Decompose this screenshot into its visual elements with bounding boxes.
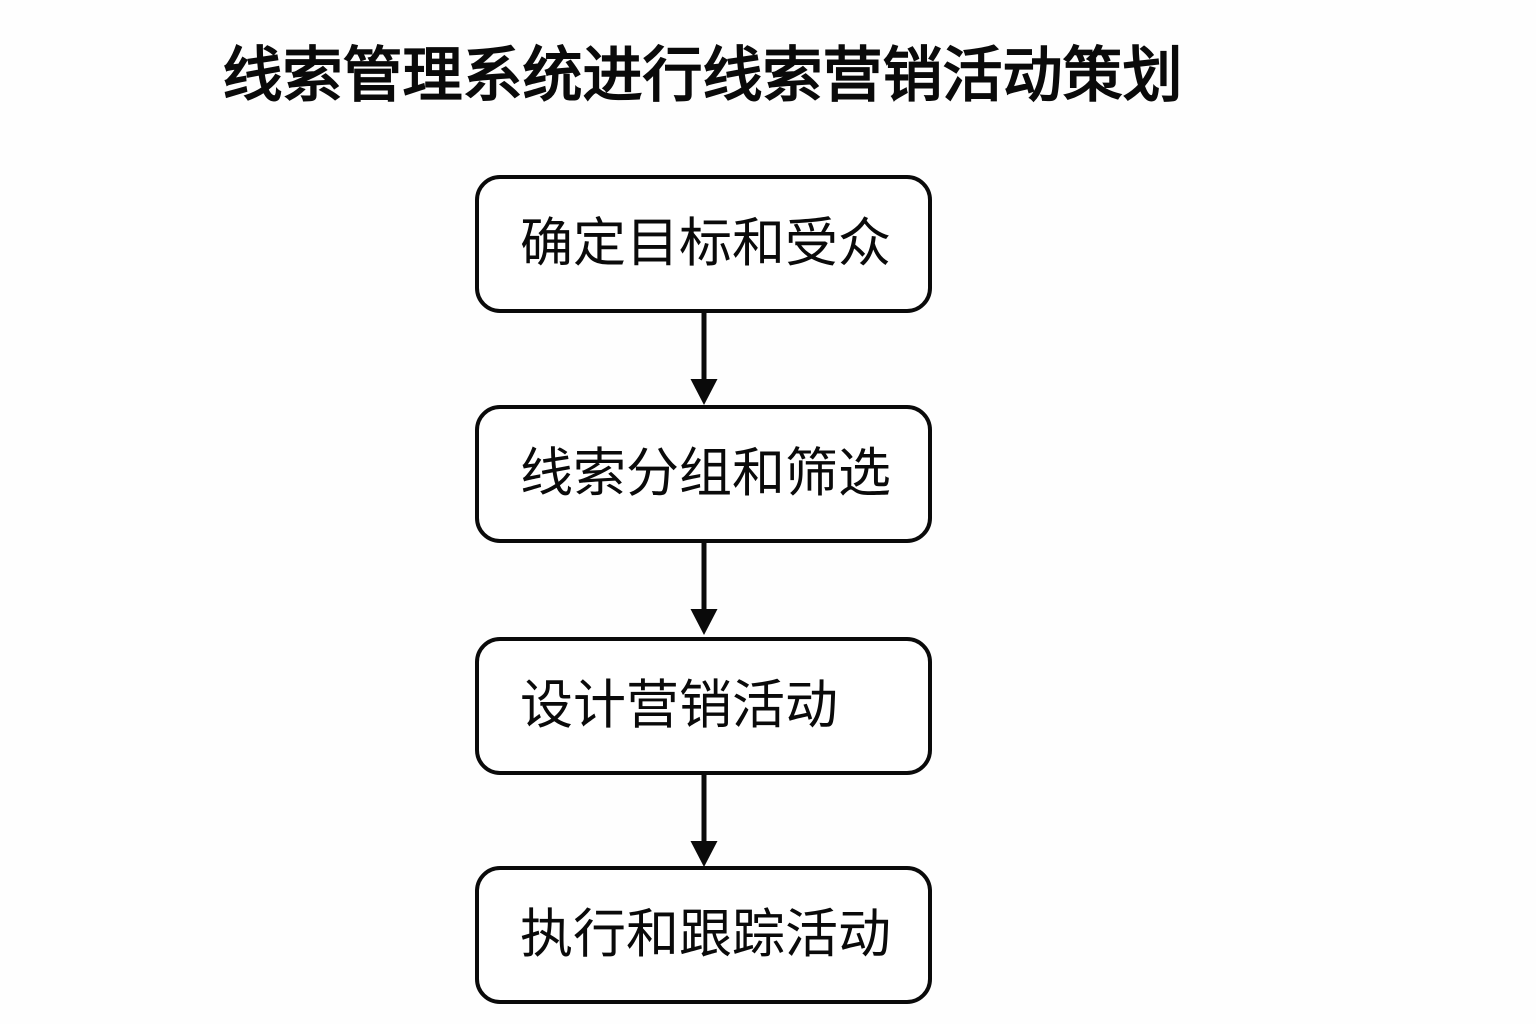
page-title: 线索管理系统进行线索营销活动策划	[222, 42, 1183, 109]
flow-arrow-2	[689, 543, 719, 635]
arrow-down-icon	[690, 543, 718, 635]
flow-arrow-3	[689, 775, 719, 867]
flow-node-4-label: 执行和跟踪活动	[520, 905, 891, 965]
flow-node-2[interactable]: 线索分组和筛选	[475, 405, 932, 543]
flow-node-1[interactable]: 确定目标和受众	[475, 175, 932, 313]
flow-node-3-label: 设计营销活动	[520, 676, 838, 736]
arrow-down-icon	[690, 313, 718, 405]
flow-node-2-label: 线索分组和筛选	[520, 444, 891, 504]
flow-node-4[interactable]: 执行和跟踪活动	[475, 866, 932, 1004]
flow-node-3[interactable]: 设计营销活动	[475, 637, 932, 775]
flow-node-1-label: 确定目标和受众	[520, 214, 891, 274]
arrow-down-icon	[690, 775, 718, 867]
flow-arrow-1	[689, 313, 719, 405]
